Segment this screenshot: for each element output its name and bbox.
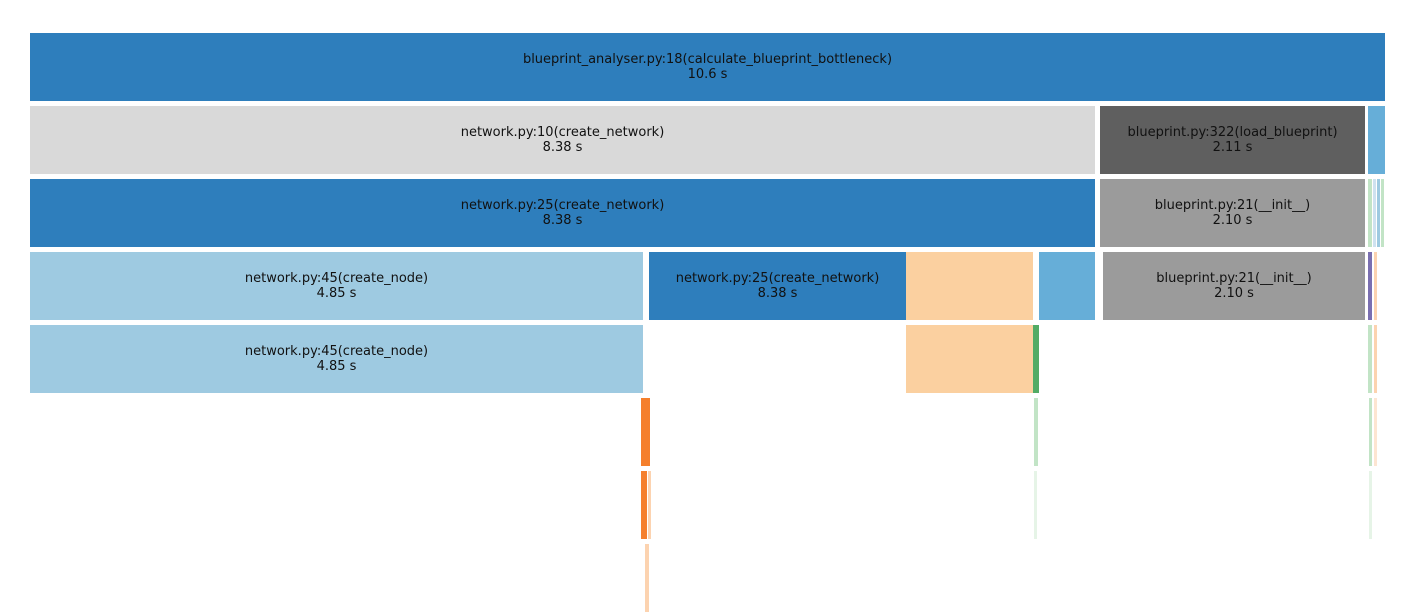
frame-function-label: network.py:10(create_network) [460, 124, 665, 140]
flame-frame-sliver-d1-2[interactable] [1368, 106, 1385, 174]
flame-frame-blueprint-py-21-init[interactable]: blueprint.py:21(__init__)2.10 s [1103, 252, 1365, 320]
flame-frame-network-py-45-create-node[interactable]: network.py:45(create_node)4.85 s [30, 325, 643, 393]
frame-function-label: blueprint.py:322(load_blueprint) [1127, 124, 1338, 140]
frame-time-label: 10.6 s [687, 67, 728, 82]
flame-frame-sliver-d2-3[interactable] [1373, 179, 1376, 247]
flame-frame-sliver-d5-1[interactable] [1034, 398, 1038, 466]
flame-frame-blueprint-analyser-py-18-calculate-blueprint-bottleneck[interactable]: blueprint_analyser.py:18(calculate_bluep… [30, 33, 1385, 101]
flame-frame-sliver-d5-3[interactable] [1374, 398, 1377, 466]
frame-function-label: blueprint_analyser.py:18(calculate_bluep… [522, 51, 893, 67]
flame-frame-sliver-d3-6[interactable] [1374, 252, 1377, 320]
flame-frame-sliver-d2-4[interactable] [1377, 179, 1380, 247]
flame-frame-sliver-d5-2[interactable] [1369, 398, 1372, 466]
flame-frame-network-py-45-create-node[interactable]: network.py:45(create_node)4.85 s [30, 252, 643, 320]
frame-time-label: 8.38 s [542, 140, 583, 155]
frame-time-label: 2.11 s [1212, 140, 1253, 155]
frame-time-label: 4.85 s [316, 286, 357, 301]
flame-frame-sliver-d6-3[interactable] [1369, 471, 1372, 539]
flame-frame-network-py-10-create-network[interactable]: network.py:10(create_network)8.38 s [30, 106, 1095, 174]
flame-frame-sliver-d4-4[interactable] [1374, 325, 1377, 393]
flame-frame-sliver-d6-1[interactable] [648, 471, 651, 539]
flame-frame-sliver-d4-3[interactable] [1368, 325, 1372, 393]
frame-function-label: blueprint.py:21(__init__) [1154, 197, 1311, 213]
flame-frame-sliver-d7-0[interactable] [645, 544, 649, 612]
frame-function-label: network.py:25(create_network) [675, 270, 880, 286]
flame-frame-sliver-d3-3[interactable] [1039, 252, 1095, 320]
flame-frame-network-py-25-create-network[interactable]: network.py:25(create_network)8.38 s [30, 179, 1095, 247]
frame-function-label: blueprint.py:21(__init__) [1156, 270, 1312, 286]
frame-time-label: 2.10 s [1214, 286, 1254, 301]
frame-function-label: network.py:45(create_node) [244, 270, 429, 286]
flame-frame-sliver-d2-5[interactable] [1381, 179, 1384, 247]
frame-function-label: network.py:25(create_network) [460, 197, 665, 213]
flame-frame-sliver-d4-1[interactable] [906, 325, 1033, 393]
flame-frame-blueprint-py-322-load-blueprint[interactable]: blueprint.py:322(load_blueprint)2.11 s [1100, 106, 1365, 174]
flame-frame-sliver-d6-0[interactable] [641, 471, 647, 539]
flame-frame-blueprint-py-21-init[interactable]: blueprint.py:21(__init__)2.10 s [1100, 179, 1365, 247]
flame-frame-sliver-d3-2[interactable] [906, 252, 1033, 320]
flame-frame-network-py-25-create-network[interactable]: network.py:25(create_network)8.38 s [649, 252, 906, 320]
flame-frame-sliver-d2-2[interactable] [1368, 179, 1372, 247]
frame-time-label: 4.85 s [316, 359, 357, 374]
frame-time-label: 8.38 s [542, 213, 583, 228]
frame-function-label: network.py:45(create_node) [244, 343, 429, 359]
flame-frame-sliver-d3-5[interactable] [1368, 252, 1372, 320]
frame-time-label: 2.10 s [1212, 213, 1253, 228]
flame-frame-sliver-d5-0[interactable] [641, 398, 650, 466]
flame-frame-sliver-d4-2[interactable] [1033, 325, 1039, 393]
frame-time-label: 8.38 s [757, 286, 798, 301]
flame-frame-sliver-d6-2[interactable] [1034, 471, 1037, 539]
